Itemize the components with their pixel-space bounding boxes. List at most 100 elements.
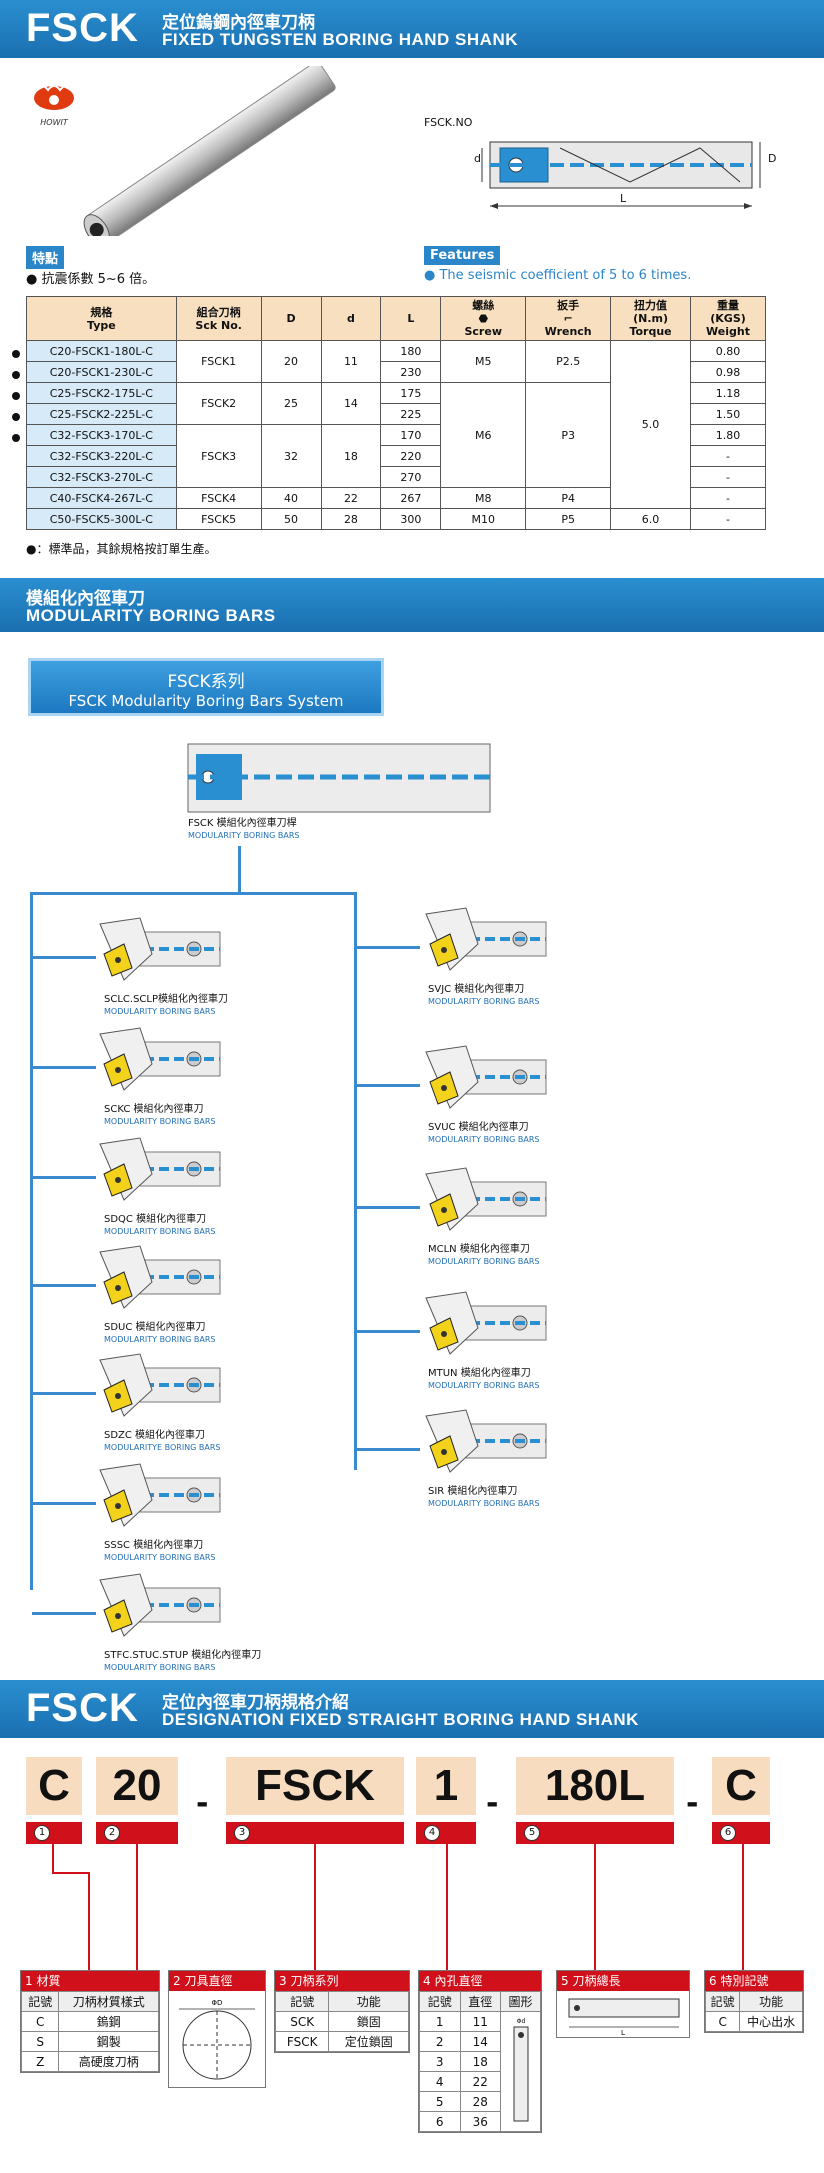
th-screw: 螺絲⬣Screw [440,296,527,341]
features-zh-text: ● 抗震係數 5~6 倍。 [26,272,156,287]
boring-bar-image [94,1566,224,1648]
svg-text:Φd: Φd [516,2018,525,2025]
standard-dot [12,350,20,358]
system-title-en: FSCK Modularity Boring Bars System [68,692,344,710]
connector-line [32,1502,96,1505]
code-number: 5 [524,1825,540,1841]
section2-title-zh: 模組化內徑車刀 [26,589,145,609]
code-number: 6 [720,1825,736,1841]
th-weight: 重量(KGS)Weight [690,296,766,341]
svg-text:L: L [621,2029,625,2037]
screw-icon: ⬣ [478,312,489,325]
table-row: C32-FSCK3-270L-C 270 - [26,466,766,488]
table-row: C20-FSCK1-180L-C FSCK1 20 11 180 M5 P2.5… [26,340,766,509]
legend-diameter: 2 刀具直徑 ΦD [168,1970,266,2088]
boring-bar-image [94,1346,224,1428]
section3-bar: FSCK 定位內徑車刀柄規格介紹 DESIGNATION FIXED STRAI… [0,1680,824,1738]
connector-line [238,846,241,894]
connector-line [32,1392,96,1395]
features-zh-label: 特點 [26,246,65,269]
connector-line [356,1084,420,1087]
diameter-circle-icon: ΦD [179,1999,255,2080]
boring-bar-image [94,1130,224,1212]
legend-connector [136,1844,138,1970]
code-bar-3 [226,1822,404,1844]
code-material: C [26,1757,82,1815]
section2-title-en: MODULARITY BORING BARS [26,606,276,625]
standard-dot [12,371,20,379]
th-D: D [260,296,322,341]
boring-bar-image [94,1020,224,1102]
boring-bar-image [420,1402,550,1484]
connector-line [32,1612,96,1615]
table-row: C25-FSCK2-175L-C FSCK2 25 14 175 M6 P3 1… [26,382,766,488]
system-title-zh: FSCK系列 [167,672,245,692]
th-wrench: 扳手⌐Wrench [525,296,612,341]
boring-bar-image [420,1160,550,1242]
code-dash: - [686,1786,699,1821]
th-d: d [320,296,382,341]
drawing-D-label: D [768,152,777,165]
legend-connector [52,1872,90,1874]
connector-line [354,892,357,1470]
legend-connector [742,1844,744,1970]
table-row: C40-FSCK4-267L-C FSCK4 40 22 267 M8 P4 - [26,487,766,509]
table-row: C25-FSCK2-225L-C 225 1.50 [26,403,766,425]
connector-line [30,892,33,1590]
header-bar: FSCK 定位鎢鋼內徑車刀柄 FIXED TUNGSTEN BORING HAN… [0,0,824,58]
th-L: L [380,296,442,341]
connector-line [32,1284,96,1287]
th-torque: 扭力值(N.m)Torque [610,296,691,341]
header-title-zh: 定位鎢鋼內徑車刀柄 [162,13,315,33]
code-special: C [712,1757,770,1815]
drawing-d-label: d [474,152,481,165]
header-title-en: FIXED TUNGSTEN BORING HAND SHANK [162,30,519,49]
code-diameter: 20 [96,1757,178,1815]
length-diagram-icon: L [568,1998,680,2037]
shank-image [83,66,336,236]
table-row: C32-FSCK3-170L-C FSCK3 32 18 170 1.80 [26,424,766,488]
boring-bar-image [94,910,224,992]
boring-bar-image [94,1456,224,1538]
code-number: 2 [104,1825,120,1841]
section3-title-en: DESIGNATION FIXED STRAIGHT BORING HAND S… [162,1710,639,1729]
features-zh-value: 抗震係數 5~6 倍。 [41,272,156,287]
legend-connector [314,1844,316,1970]
connector-line [32,1176,96,1179]
code-length: 180L [516,1757,674,1815]
features-en-label: Features [424,246,501,265]
code-dash: - [196,1786,209,1821]
svg-text:ΦD: ΦD [212,1999,223,2007]
brand-logo: HOWIT [26,78,82,128]
code-bore: 1 [416,1757,476,1815]
legend-connector [52,1844,54,1872]
table-row: C20-FSCK1-230L-C 230 0.98 [26,361,766,383]
section2-bar: 模組化內徑車刀 MODULARITY BORING BARS [0,578,824,632]
connector-line [356,1448,420,1451]
brand-logo-text: HOWIT [40,118,68,127]
connector-line [356,946,420,949]
code-bar-5 [516,1822,674,1844]
connector-line [32,1066,96,1069]
standard-note: ●：標準品，其餘規格按訂單生產。 [26,542,217,556]
code-dash: - [486,1786,499,1821]
connector-line [356,1330,420,1333]
code-number: 3 [234,1825,250,1841]
connector-line [32,956,96,959]
legend-connector [88,1872,90,1970]
features-en-value: The seismic coefficient of 5 to 6 times. [439,268,692,283]
legend-connector [594,1844,596,1970]
